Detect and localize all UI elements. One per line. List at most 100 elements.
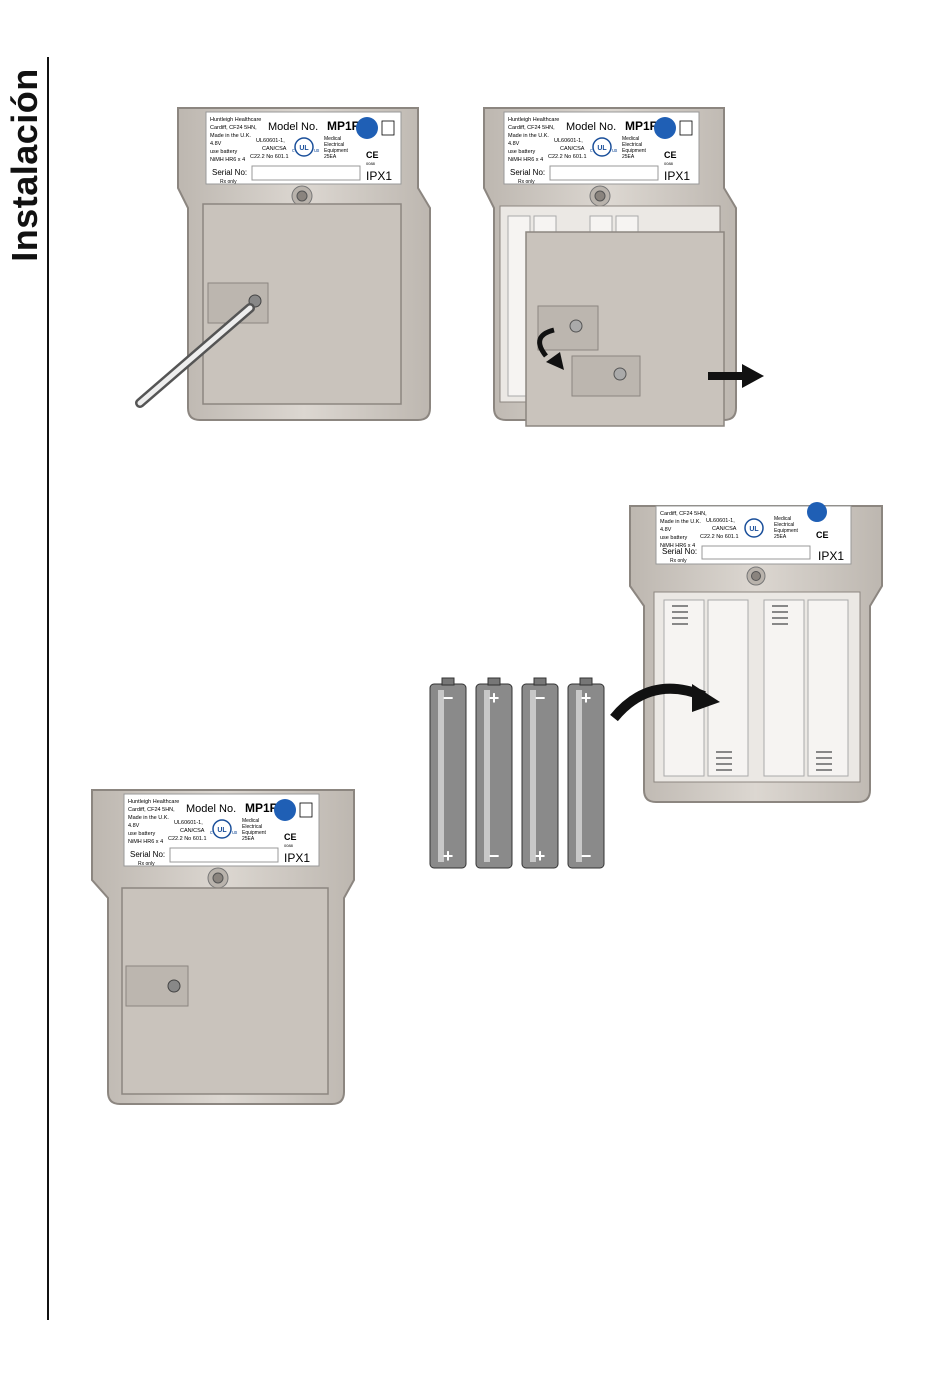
label-model-prefix: Model No. [268,121,318,133]
svg-text:Equipment: Equipment [622,148,647,154]
figure-slide-cover: Huntleigh Healthcare Cardiff, CF24 5HN, … [483,107,764,427]
label-use-battery: use battery [210,149,237,155]
ce-mark: CE [366,150,379,160]
polarity-bottom: + [535,846,546,866]
svg-text:Model No.: Model No. [566,121,616,133]
svg-text:Serial No:: Serial No: [662,547,697,556]
svg-text:UL60601-1,: UL60601-1, [174,820,203,826]
svg-text:C22.2 No 601.1: C22.2 No 601.1 [700,534,739,540]
svg-text:Huntleigh Healthcare: Huntleigh Healthcare [128,799,179,805]
svg-text:0088: 0088 [366,161,376,166]
vertical-rule [47,57,49,1320]
svg-text:Electrical: Electrical [242,824,262,830]
svg-text:Made in the U.K.: Made in the U.K. [660,519,701,525]
svg-text:MP1R: MP1R [245,801,279,815]
svg-text:UL: UL [217,827,227,834]
svg-text:us: us [232,830,238,836]
svg-text:c: c [590,148,593,154]
screw-icon [594,190,606,202]
label-standard2: CAN/CSA [262,146,287,152]
polarity-bottom: − [581,846,592,866]
screw-icon [296,190,308,202]
device-rating-label: Huntleigh Healthcare Cardiff, CF24 5HN, … [503,111,700,185]
read-manual-icon [807,502,827,522]
svg-text:Medical: Medical [242,818,259,824]
battery-set: −++−−++− [429,677,605,869]
svg-text:Electrical: Electrical [774,522,794,528]
label-made-in: Made in the U.K. [210,133,251,139]
battery-cell: −+ [429,677,467,869]
label-rx: Rx only [220,179,237,185]
svg-text:use battery: use battery [128,831,155,837]
svg-text:use battery: use battery [660,535,687,541]
svg-text:c: c [292,148,295,154]
latch-screw-icon [167,979,181,993]
label-serial: Serial No: [212,168,247,177]
battery-cell: −+ [521,677,559,869]
svg-text:Cardiff, CF24 5HN,: Cardiff, CF24 5HN, [660,511,707,517]
cover-latch [537,305,599,351]
polarity-top: − [535,688,546,708]
svg-text:IPX1: IPX1 [818,549,844,563]
type-bf-icon [679,120,693,136]
svg-text:CAN/CSA: CAN/CSA [180,828,205,834]
label-standard1: UL60601-1, [256,138,285,144]
label-company: Huntleigh Healthcare [210,117,261,123]
label-model: MP1R [327,119,361,133]
svg-text:Cardiff, CF24 5HN,: Cardiff, CF24 5HN, [508,125,555,131]
svg-text:Rx only: Rx only [670,558,687,564]
svg-text:NiMH HR6 x 4: NiMH HR6 x 4 [508,157,543,163]
device-rating-label: Cardiff, CF24 5HN, Made in the U.K. 4.8V… [655,502,852,565]
svg-text:use battery: use battery [508,149,535,155]
figure-unscrew-cover: Huntleigh Healthcare Cardiff, CF24 5HN, … [135,107,431,421]
spring-contacts [672,605,832,771]
screw-icon [751,571,761,581]
svg-text:0088: 0088 [664,161,674,166]
label-standard3: C22.2 No 601.1 [250,154,289,160]
screw-icon [212,872,224,884]
svg-text:CE: CE [664,150,677,160]
svg-text:Serial No:: Serial No: [510,168,545,177]
label-voltage: 4.8V [210,141,222,147]
screwdriver-icon [135,303,255,408]
svg-text:us: us [612,148,618,154]
svg-text:Medical: Medical [622,136,639,142]
polarity-top: + [581,688,592,708]
ul-mark-icon [294,137,314,157]
read-manual-icon [274,799,296,821]
section-title: Instalación [4,68,45,262]
ul-mark-icon [212,819,232,839]
svg-text:Made in the U.K.: Made in the U.K. [128,815,169,821]
svg-text:Model No.: Model No. [186,803,236,815]
svg-text:0088: 0088 [284,843,294,848]
svg-text:4.8V: 4.8V [508,141,520,147]
svg-text:CAN/CSA: CAN/CSA [560,146,585,152]
figure-insert-batteries: Cardiff, CF24 5HN, Made in the U.K. 4.8V… [429,502,883,869]
svg-text:UL60601-1,: UL60601-1, [706,518,735,524]
svg-text:Rx only: Rx only [518,179,535,185]
svg-text:25EA: 25EA [774,534,787,540]
svg-text:CE: CE [816,530,829,540]
svg-text:Equipment: Equipment [774,528,799,534]
svg-text:25EA: 25EA [242,836,255,842]
device-rating-label: Huntleigh Healthcare Cardiff, CF24 5HN, … [205,111,402,185]
svg-text:Electrical: Electrical [324,142,344,148]
svg-text:c: c [210,830,213,836]
svg-text:Medical: Medical [324,136,341,142]
label-battery-type: NiMH HR6 x 4 [210,157,245,163]
svg-text:us: us [314,148,320,154]
svg-text:Cardiff, CF24 5HN,: Cardiff, CF24 5HN, [128,807,175,813]
svg-text:Medical: Medical [774,516,791,522]
type-bf-icon [299,802,313,818]
svg-text:UL60601-1,: UL60601-1, [554,138,583,144]
svg-text:Serial No:: Serial No: [130,850,165,859]
svg-text:25EA: 25EA [324,154,337,160]
svg-text:UL: UL [749,526,759,533]
svg-text:IPX1: IPX1 [284,851,310,865]
svg-text:Equipment: Equipment [242,830,267,836]
polarity-top: + [489,688,500,708]
device-rating-label: Huntleigh Healthcare Cardiff, CF24 5HN, … [123,793,320,867]
polarity-bottom: + [443,846,454,866]
svg-text:IPX1: IPX1 [664,169,690,183]
ul-mark-icon [592,137,612,157]
